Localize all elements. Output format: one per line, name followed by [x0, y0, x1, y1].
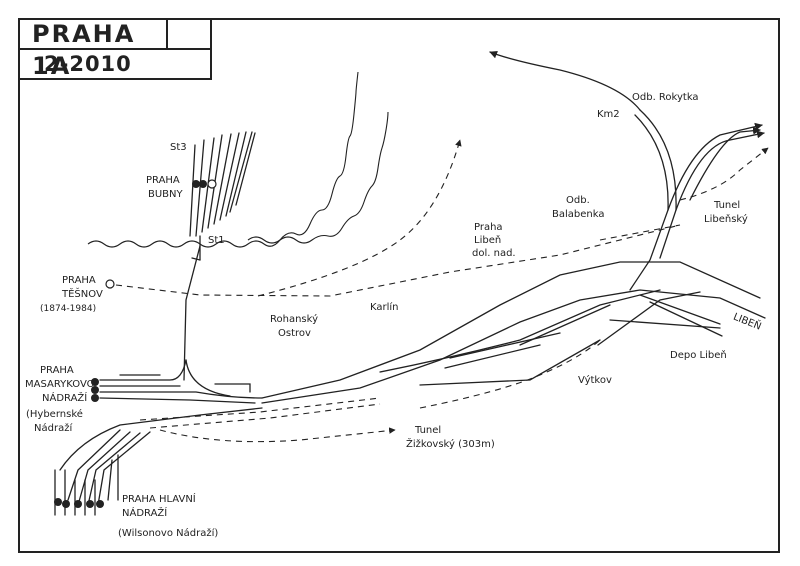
- label-liben-dol-1: Praha: [474, 222, 503, 233]
- label-tesnov-3: (1874-1984): [40, 304, 96, 314]
- hlavni-signal-2: [62, 500, 70, 508]
- title-block: PRAHA 1A 2-2010: [18, 18, 212, 80]
- tunnel-zizkov-dash-3: [159, 427, 396, 443]
- hlavni-signal-1: [54, 498, 62, 506]
- main-line-tracks: [261, 261, 766, 404]
- hlavni-signal-4: [86, 500, 94, 508]
- title-date: 2-2010: [44, 52, 132, 76]
- title-name: PRAHA: [32, 20, 136, 48]
- label-rohansky-2: Ostrov: [278, 328, 311, 339]
- label-tunel-libensky-2: Libeňský: [704, 213, 748, 225]
- tunnel-zizkov-dash-1: [139, 397, 381, 421]
- river-line-upper: [87, 71, 359, 248]
- label-masarykovo-5: Nádraží: [34, 422, 73, 434]
- river-line-lower: [247, 111, 389, 244]
- label-liben-dol-2: Libeň: [474, 234, 501, 246]
- label-vytkov: Výtkov: [578, 374, 612, 386]
- label-km2: Km2: [597, 109, 620, 120]
- label-masarykovo-2: MASARYKOVO: [25, 379, 95, 390]
- bubny-signal-3: [207, 179, 217, 189]
- label-tesnov-2: TĚŠNOV: [61, 287, 103, 300]
- label-st3: St3: [170, 142, 187, 153]
- label-hlavni-3: (Wilsonovo Nádraží): [118, 527, 218, 539]
- label-liben-dol-3: dol. nad.: [472, 248, 516, 259]
- masarykovo-signal-3: [91, 394, 99, 402]
- label-liben: LIBEŇ: [731, 310, 763, 333]
- tunnel-zizkov-dash-2: [149, 403, 381, 429]
- label-balabenka-1: Odb.: [566, 195, 590, 206]
- label-rokytka: Odb. Rokytka: [632, 92, 699, 103]
- label-tunel-libensky-1: Tunel: [713, 200, 740, 211]
- label-balabenka-2: Balabenka: [552, 209, 604, 220]
- dashed-river-line: [257, 139, 462, 297]
- label-masarykovo-3: NÁDRAŽÍ: [42, 391, 87, 404]
- label-tunel-zizkovsky-1: Tunel: [414, 425, 441, 436]
- tesnov-marker: [105, 279, 115, 289]
- label-masarykovo-1: PRAHA: [40, 365, 74, 376]
- masarykovo-signal-2: [91, 386, 99, 394]
- hlavni-signal-5: [96, 500, 104, 508]
- libensky-tunnel-dash: [679, 147, 769, 201]
- label-st1: St1: [208, 235, 225, 246]
- label-depo: Depo Libeň: [670, 349, 727, 361]
- label-masarykovo-4: (Hybernské: [26, 408, 83, 420]
- label-hlavni-1: PRAHA HLAVNÍ: [122, 492, 196, 505]
- rokytka-tracks: [489, 50, 765, 291]
- title-sheet: 1A: [32, 52, 72, 80]
- vytkov-dash: [419, 339, 601, 409]
- label-tunel-zizkovsky-2: Žižkovský (303m): [406, 437, 495, 450]
- map-sheet: [18, 18, 780, 553]
- masarykovo-tracks: [99, 359, 263, 404]
- balabenka-dash: [599, 224, 681, 241]
- label-bubny-2: BUBNY: [148, 189, 184, 200]
- masarykovo-signal-1: [91, 378, 99, 386]
- label-rohansky-1: Rohanský: [270, 313, 318, 325]
- label-karlin: Karlín: [370, 301, 399, 313]
- bubny-tracks: [183, 131, 256, 381]
- hlavni-signal-3: [74, 500, 82, 508]
- title-row: PRAHA 1A: [18, 18, 210, 80]
- label-tesnov-1: PRAHA: [62, 275, 96, 286]
- label-bubny-1: PRAHA: [146, 175, 180, 186]
- label-hlavni-2: NÁDRAŽÍ: [122, 506, 167, 519]
- tesnov-dashed-line: [115, 224, 681, 297]
- hlavni-tracks: [54, 407, 263, 516]
- bubny-signal-1: [192, 180, 200, 188]
- bubny-signal-2: [199, 180, 207, 188]
